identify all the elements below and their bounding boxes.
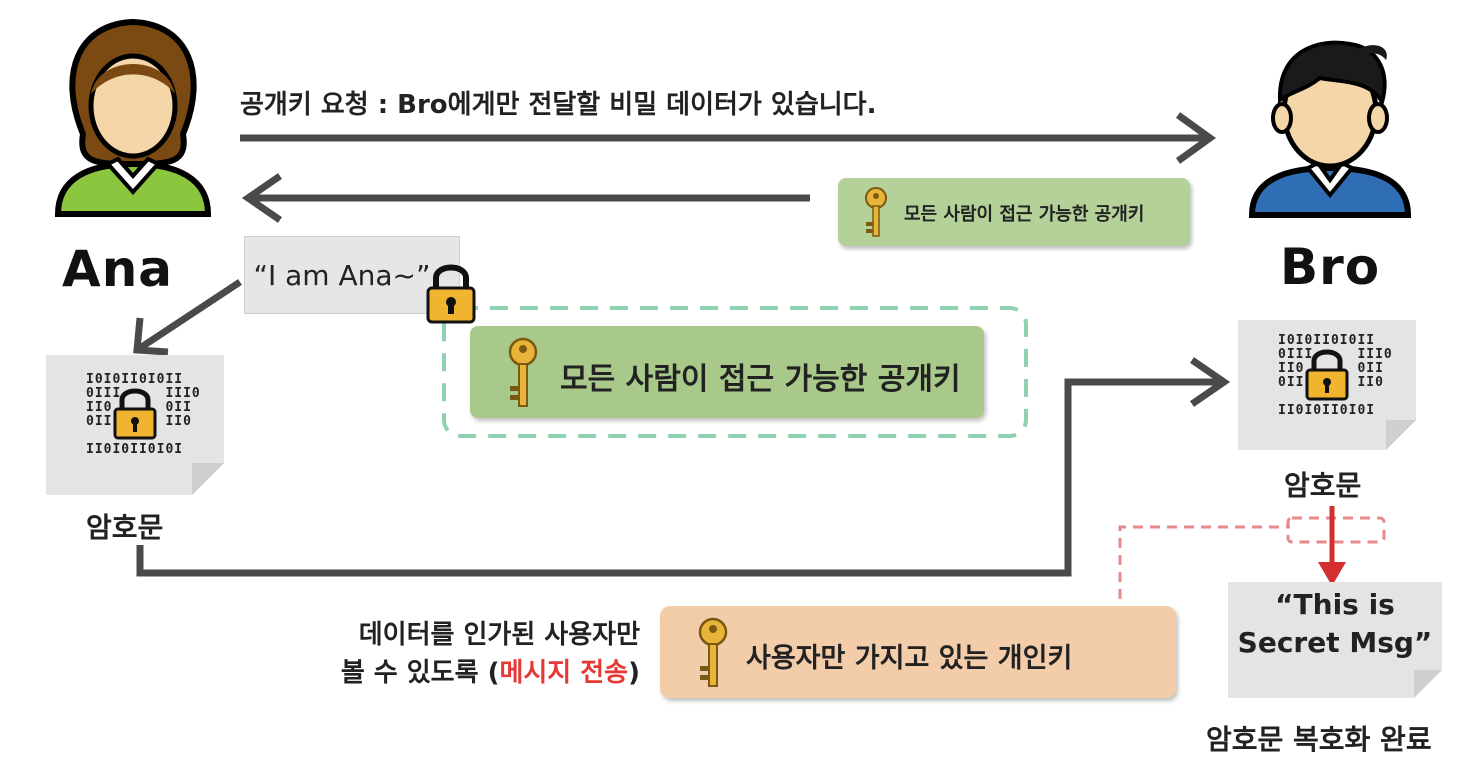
decryption-complete-caption: 암호문 복호화 완료	[1206, 723, 1432, 756]
note-highlight: 메시지 전송	[499, 658, 629, 688]
cipher-bits: I0I0II0I0II 0III III0 II0 0II 0II II0 II…	[86, 372, 201, 457]
note-line-1: 데이터를 인가된 사용자만	[358, 620, 640, 650]
ciphertext-caption-left: 암호문	[86, 511, 164, 544]
padlock-icon	[1304, 346, 1350, 406]
bro-avatar	[1240, 20, 1420, 220]
decrypt-arrow	[1318, 506, 1346, 586]
transmit-arrow	[136, 357, 1231, 577]
key-icon	[506, 336, 540, 414]
ana-avatar	[48, 14, 218, 219]
plaintext-box: “I am Ana~”	[244, 236, 460, 314]
private-key-label: 사용자만 가지고 있는 개인키	[746, 643, 1073, 674]
bro-name: Bro	[1280, 238, 1381, 296]
transmission-note: 데이터를 인가된 사용자만 볼 수 있도록 (메시지 전송)	[270, 616, 640, 692]
public-key-box-small: 모든 사람이 접근 가능한 공개키	[838, 178, 1190, 246]
public-key-box-large: 모든 사람이 접근 가능한 공개키	[470, 326, 984, 418]
public-key-label-large: 모든 사람이 접근 가능한 공개키	[560, 362, 961, 397]
decrypt-dashed-frame	[1286, 516, 1386, 544]
decrypted-message: “This is Secret Msg”	[1237, 588, 1433, 659]
decrypted-doc: “This is Secret Msg”	[1228, 582, 1442, 698]
ana-name: Ana	[62, 240, 174, 298]
note-line-2: 볼 수 있도록 (메시지 전송)	[340, 658, 640, 688]
public-key-label-small: 모든 사람이 접근 가능한 공개키	[904, 204, 1145, 225]
public-key-dashed-frame	[442, 306, 1028, 438]
ciphertext-caption-right: 암호문	[1284, 469, 1362, 502]
cipher-bits: I0I0II0I0II 0III III0 II0 0II 0II II0 II…	[1278, 333, 1393, 418]
ciphertext-doc-right: I0I0II0I0II 0III III0 II0 0II 0II II0 II…	[1238, 320, 1416, 450]
request-arrow	[240, 112, 1216, 164]
public-key-return-arrow	[241, 173, 810, 223]
ciphertext-doc-left: I0I0II0I0II 0III III0 II0 0II 0II II0 II…	[46, 355, 224, 495]
plaintext-text: “I am Ana~”	[253, 258, 431, 292]
padlock-icon	[424, 260, 478, 330]
key-icon	[696, 616, 730, 694]
public-key-request-label: 공개키 요청 : Bro에게만 전달할 비밀 데이터가 있습니다.	[240, 90, 877, 120]
key-icon	[862, 186, 890, 244]
encrypt-arrow	[133, 279, 242, 356]
padlock-icon	[112, 385, 158, 445]
private-key-box: 사용자만 가지고 있는 개인키	[660, 606, 1176, 698]
